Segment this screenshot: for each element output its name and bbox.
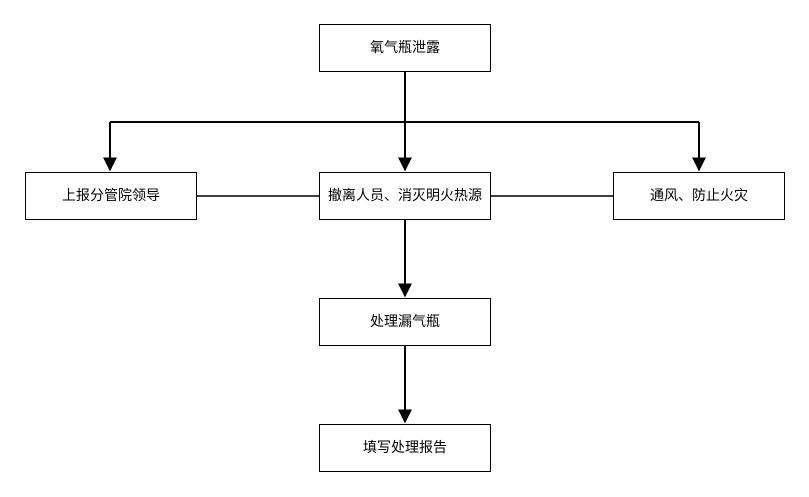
node-report-to-leader: 上报分管院领导 (25, 172, 197, 220)
node-label: 氧气瓶泄露 (370, 40, 440, 56)
node-fill-report: 填写处理报告 (319, 424, 491, 472)
node-label: 通风、防止火灾 (650, 188, 748, 204)
node-label: 撤离人员、消灭明火热源 (328, 188, 482, 204)
node-handle-leaking-cylinder: 处理漏气瓶 (319, 298, 491, 346)
node-ventilate-prevent-fire: 通风、防止火灾 (613, 172, 785, 220)
node-label: 处理漏气瓶 (370, 314, 440, 330)
node-evacuate-and-extinguish: 撤离人员、消灭明火热源 (319, 172, 491, 220)
node-label: 上报分管院领导 (62, 188, 160, 204)
node-label: 填写处理报告 (363, 440, 447, 456)
node-oxygen-leak: 氧气瓶泄露 (319, 24, 491, 72)
